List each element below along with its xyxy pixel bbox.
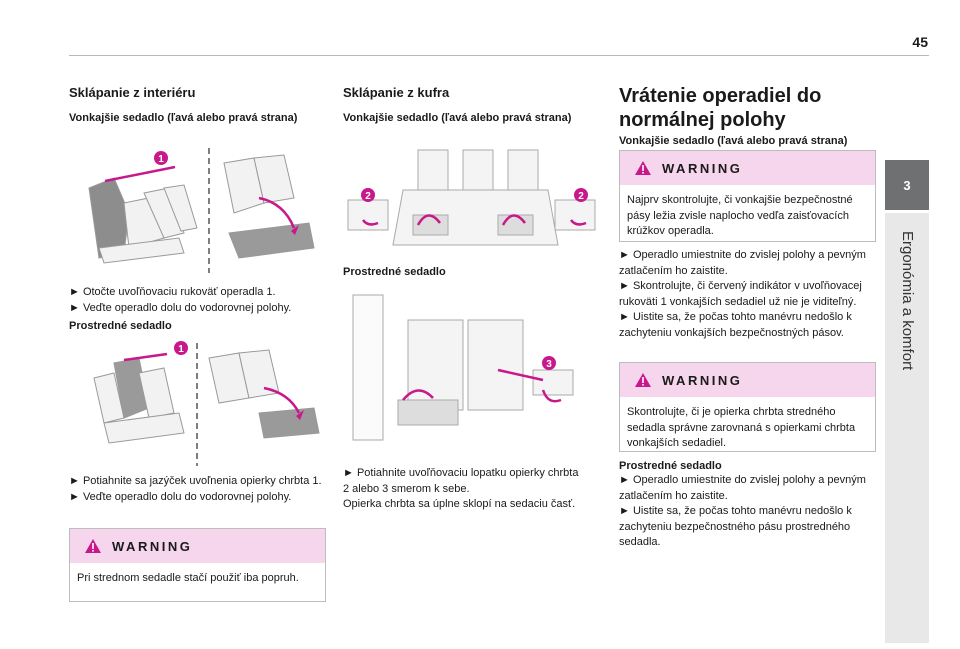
chapter-title: Ergonómia a komfort — [899, 231, 916, 371]
chapter-title-tab[interactable]: Ergonómia a komfort — [885, 213, 929, 643]
subtitle-outer-seat-restore: Vonkajšie sedadlo (ľavá alebo pravá stra… — [619, 135, 848, 147]
warning-title: WARNING — [662, 160, 743, 176]
warning-header: WARNING — [70, 529, 325, 563]
illustration-middle-seat-interior: 1 — [93, 341, 320, 466]
subtitle-outer-seat-trunk: Vonkajšie sedadlo (ľavá alebo pravá stra… — [343, 112, 572, 124]
step-line: ► Otočte uvoľňovaciu rukoväť operadla 1. — [69, 286, 276, 298]
warning-title: WARNING — [112, 538, 193, 554]
steps-restore-middle: ► Operadlo umiestnite do zvislej polohy … — [619, 473, 879, 551]
warning-triangle-icon — [85, 539, 101, 553]
steps-outer-interior: ► Otočte uvoľňovaciu rukoväť operadla 1.… — [69, 285, 324, 316]
section-title-interior: Sklápanie z interiéru — [69, 85, 196, 100]
warning-triangle-icon — [635, 161, 651, 175]
step-line: ► Skontrolujte, či červený indikátor v u… — [619, 280, 862, 308]
step-line: 2 alebo 3 smerom k sebe. — [343, 482, 470, 495]
callout-marker: 1 — [158, 154, 164, 165]
warning-header: WARNING — [620, 363, 875, 397]
section-title-trunk: Sklápanie z kufra — [343, 85, 450, 100]
callout-marker: 3 — [546, 359, 552, 370]
header-rule — [69, 55, 929, 56]
warning-triangle-icon — [635, 373, 651, 387]
subtitle-middle-seat-trunk: Prostredné sedadlo — [343, 266, 446, 278]
step-line: ► Operadlo umiestnite do zvislej polohy … — [619, 249, 866, 277]
steps-restore-outer: ► Operadlo umiestnite do zvislej polohy … — [619, 248, 879, 341]
warning-header: WARNING — [620, 151, 875, 185]
subtitle-middle-seat: Prostredné sedadlo — [69, 320, 172, 332]
subtitle-outer-seat: Vonkajšie sedadlo (ľavá alebo pravá stra… — [69, 112, 298, 124]
illustration-outer-seat-interior: 1 — [69, 143, 324, 278]
page-number: 45 — [912, 34, 928, 50]
chapter-number-tab[interactable]: 3 — [885, 160, 929, 210]
subtitle-middle-restore: Prostredné sedadlo — [619, 460, 722, 472]
illustration-middle-seat-trunk: 3 — [352, 294, 574, 441]
callout-marker: 2 — [578, 191, 584, 202]
step-line: ► Potiahnite uvoľňovaciu lopatku opierky… — [343, 467, 579, 479]
illustration-outer-seat-trunk: 2 2 — [347, 149, 596, 246]
step-line: Opierka chrbta sa úplne sklopí na sedaci… — [343, 498, 576, 510]
warning-text: Skontrolujte, či je opierka chrbta stred… — [627, 406, 856, 449]
section-title-restore: Vrátenie operadiel do normálnej polohy — [619, 85, 822, 131]
callout-marker: 2 — [365, 191, 371, 202]
warning-box-alignment: WARNING Skontrolujte, či je opierka chrb… — [619, 362, 876, 452]
step-line: ► Veďte operadlo dolu do vodorovnej polo… — [69, 301, 292, 314]
step-line: ► Potiahnite sa jazýček uvoľnenia opierk… — [69, 475, 322, 487]
warning-text: Pri strednom sedadle stačí použiť iba po… — [77, 572, 299, 584]
step-line: ► Uistite sa, že počas tohto manévru ned… — [619, 505, 852, 548]
warning-box-belts: WARNING Najprv skontrolujte, či vonkajši… — [619, 150, 876, 242]
step-line: ► Operadlo umiestnite do zvislej polohy … — [619, 474, 866, 502]
step-line: ► Uistite sa, že počas tohto manévru ned… — [619, 311, 852, 339]
warning-box-middle-strap: WARNING Pri strednom sedadle stačí použi… — [69, 528, 326, 602]
steps-trunk: ► Potiahnite uvoľňovaciu lopatku opierky… — [343, 466, 603, 513]
warning-text: Najprv skontrolujte, či vonkajšie bezpeč… — [627, 194, 853, 237]
steps-middle-interior: ► Potiahnite sa jazýček uvoľnenia opierk… — [69, 474, 324, 505]
warning-title: WARNING — [662, 372, 743, 388]
step-line: ► Veďte operadlo dolu do vodorovnej polo… — [69, 490, 292, 503]
callout-marker: 1 — [178, 344, 184, 355]
